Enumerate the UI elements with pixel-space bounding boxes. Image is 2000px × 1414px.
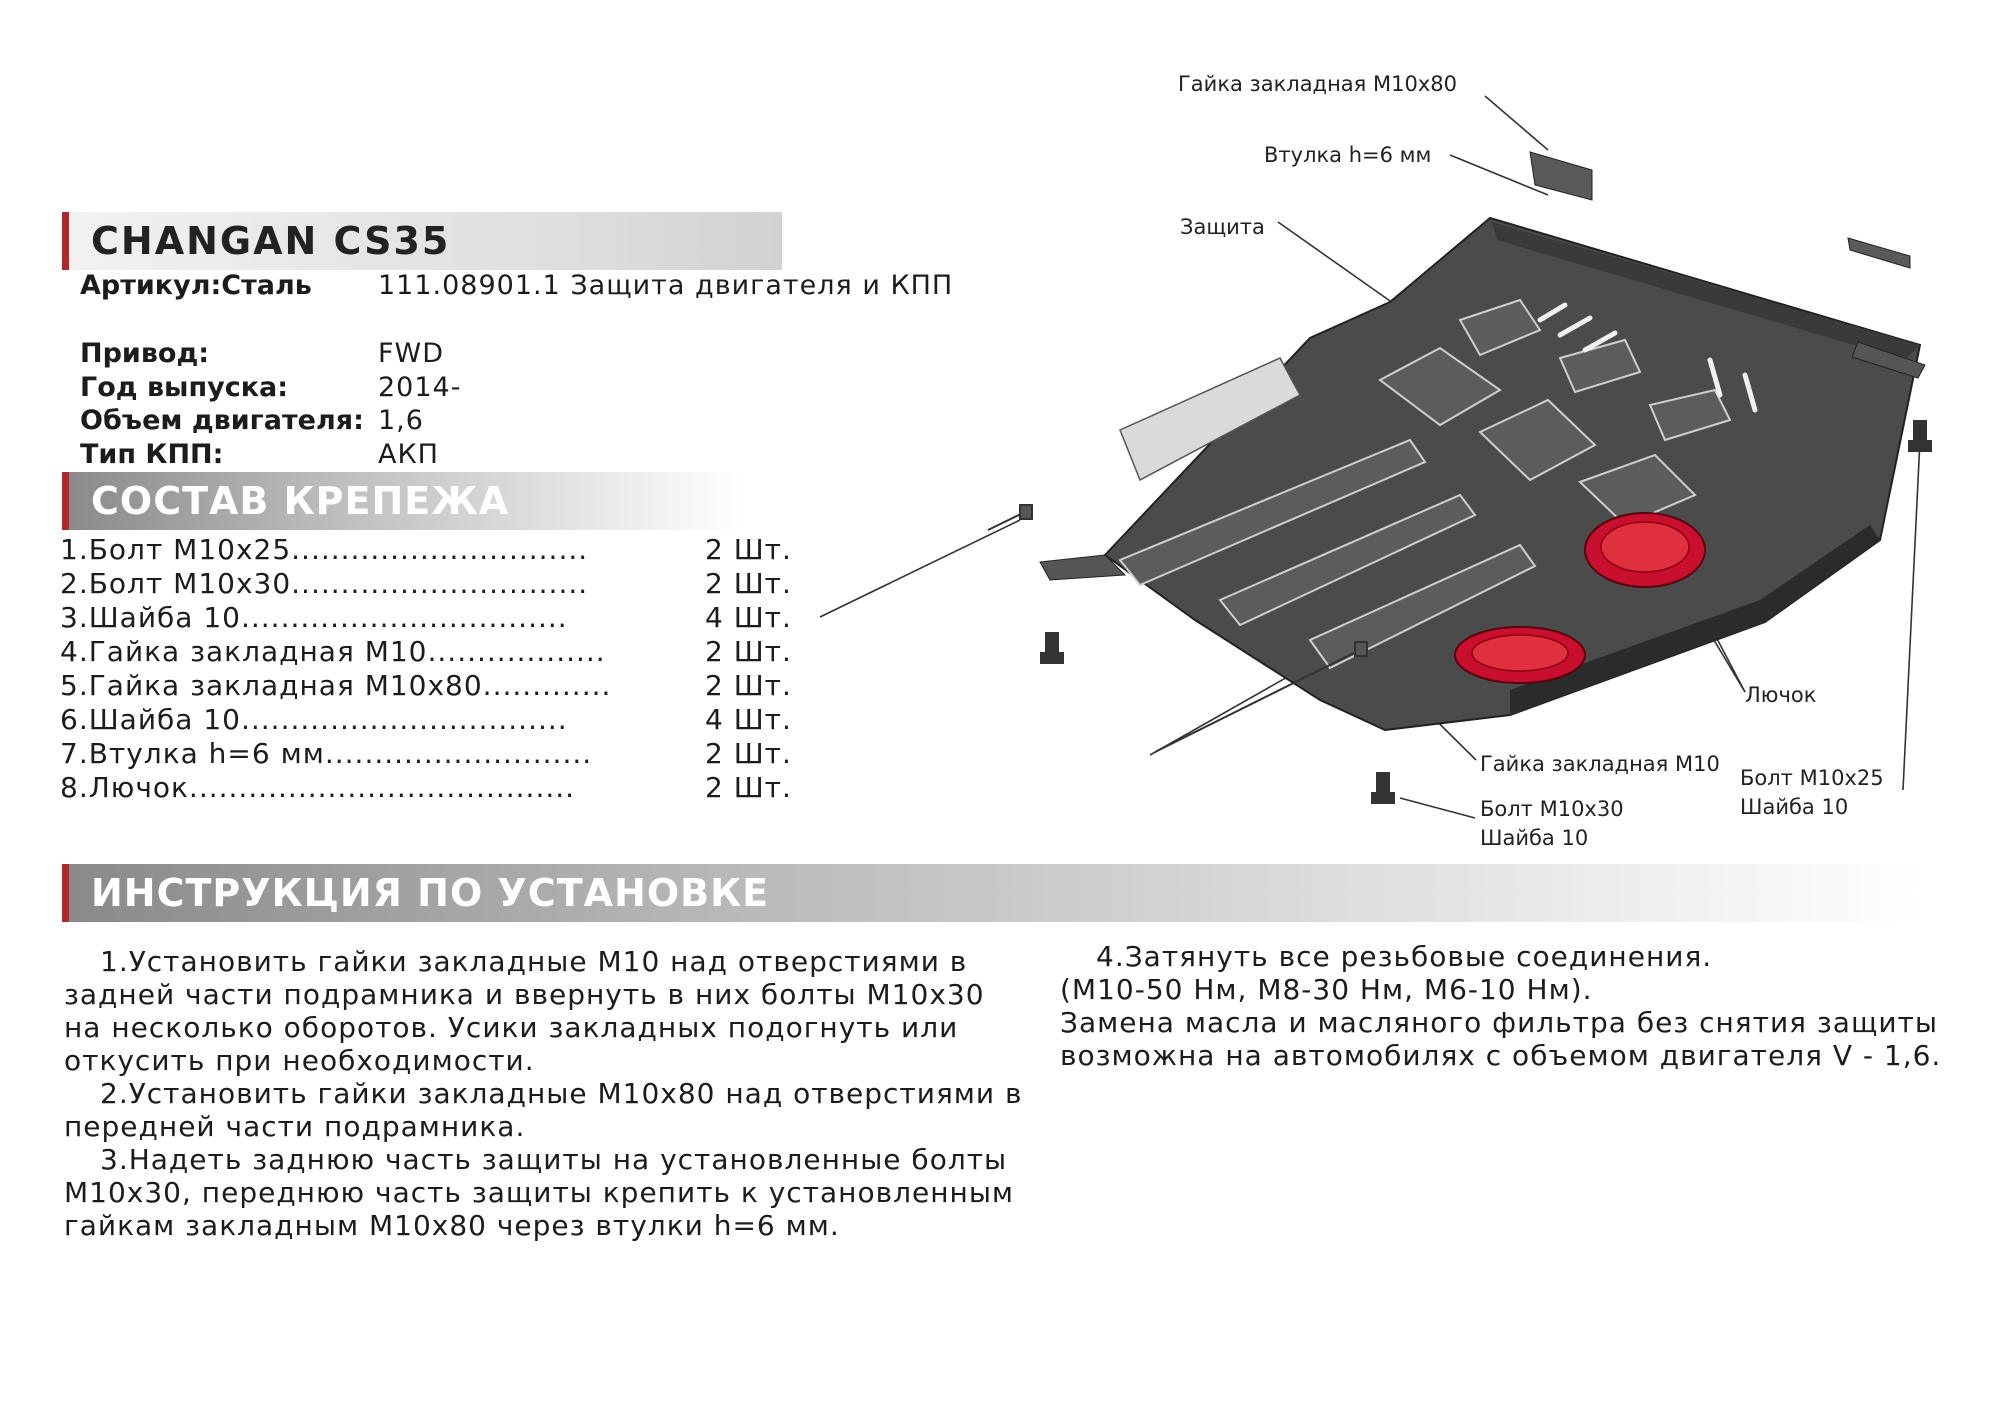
spec-label: Год выпуска: — [80, 372, 289, 403]
kit-item-name: 8.Лючок.................................… — [60, 771, 576, 804]
instructions-right-column: 4.Затянуть все резьбовые соединения. (М1… — [1060, 940, 1960, 1072]
hatch-icon — [1454, 626, 1586, 684]
spec-label: Объем двигателя: — [80, 405, 364, 436]
hatch-icon — [1584, 512, 1706, 588]
instruction-step: 3.Надеть заднюю часть защиты на установл… — [64, 1143, 1015, 1242]
instruction-step: 4.Затянуть все резьбовые соединения. — [1096, 940, 1713, 973]
kit-item-name: 7.Втулка h=6 мм.........................… — [60, 737, 593, 770]
callout-nut-m10: Гайка закладная М10 — [1480, 752, 1720, 776]
kit-title: СОСТАВ КРЕПЕЖА — [91, 479, 510, 523]
kit-item-qty: 2 Шт. — [705, 567, 792, 600]
article-value: 111.08901.1 Защита двигателя и КПП — [378, 270, 954, 301]
callout-guard: Защита — [1180, 215, 1265, 239]
kit-item-qty: 2 Шт. — [705, 669, 792, 702]
embedded-nut-icon — [987, 504, 1368, 753]
kit-item-name: 6.Шайба 10..............................… — [60, 703, 568, 736]
oil-change-note: Замена масла и масляного фильтра без сня… — [1060, 1006, 1942, 1072]
spec-label: Тип КПП: — [80, 439, 224, 470]
callout-bolt-m10x25: Болт М10х25 — [1740, 766, 1884, 790]
callout-bushing: Втулка h=6 мм — [1264, 143, 1432, 167]
kit-item-name: 4.Гайка закладная М10.................. — [60, 635, 606, 668]
spec-value: FWD — [378, 338, 445, 369]
callout-hatch: Лючок — [1745, 683, 1817, 707]
kit-item-qty: 2 Шт. — [705, 533, 792, 566]
article-label: Артикул:Сталь — [80, 270, 312, 301]
kit-item-qty: 4 Шт. — [705, 601, 792, 634]
torque-values: (М10-50 Нм, М8-30 Нм, М6-10 Нм). — [1060, 973, 1593, 1006]
kit-item-name: 3.Шайба 10..............................… — [60, 601, 568, 634]
kit-item-qty: 2 Шт. — [705, 771, 792, 804]
model-title-band: CHANGAN CS35 — [62, 212, 782, 270]
spec-value: 1,6 — [378, 405, 424, 436]
callout-washer-bottom: Шайба 10 — [1480, 826, 1589, 850]
kit-item-name: 5.Гайка закладная М10х80............. — [60, 669, 612, 702]
kit-item-name: 1.Болт М10х25...........................… — [60, 533, 589, 566]
kit-item-qty: 2 Шт. — [705, 737, 792, 770]
kit-item-qty: 2 Шт. — [705, 635, 792, 668]
bolt-icon — [1040, 420, 1932, 804]
kit-section-header: СОСТАВ КРЕПЕЖА — [62, 472, 742, 530]
instruction-step: 2.Установить гайки закладные М10х80 над … — [64, 1077, 1023, 1143]
callout-washer-right: Шайба 10 — [1740, 795, 1849, 819]
instructions-title: ИНСТРУКЦИЯ ПО УСТАНОВКЕ — [91, 871, 770, 915]
instructions-left-column: 1.Установить гайки закладные М10 над отв… — [64, 945, 1024, 1242]
kit-item-qty: 4 Шт. — [705, 703, 792, 736]
spec-value: АКП — [378, 439, 439, 470]
spec-value: 2014- — [378, 372, 462, 403]
instruction-step: 1.Установить гайки закладные М10 над отв… — [64, 945, 985, 1077]
guard-plate — [1039, 151, 1926, 732]
skid-plate-diagram — [819, 95, 1932, 819]
model-title: CHANGAN CS35 — [91, 219, 451, 263]
callout-nut-m10x80: Гайка закладная М10х80 — [1178, 72, 1457, 96]
callout-bolt-m10x30: Болт М10х30 — [1480, 797, 1624, 821]
spec-label: Привод: — [80, 338, 210, 369]
instructions-section-header: ИНСТРУКЦИЯ ПО УСТАНОВКЕ — [62, 864, 1922, 922]
kit-item-name: 2.Болт М10х30...........................… — [60, 567, 589, 600]
